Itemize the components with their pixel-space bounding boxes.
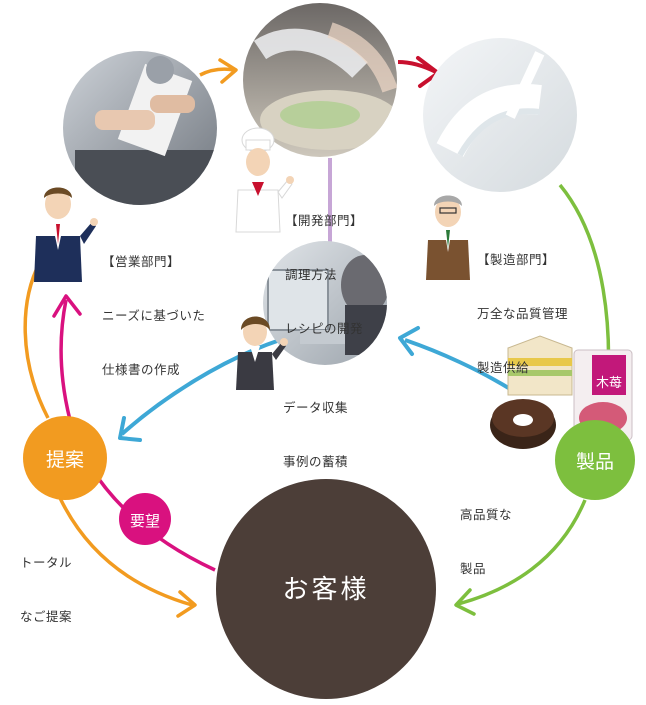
proposal-label: 提案	[46, 449, 84, 471]
sales-dept-label: 【営業部門】 ニーズに基づいた 仕様書の作成	[102, 217, 205, 397]
blue-arrowhead-left	[118, 416, 142, 442]
orange-arc-bottom	[58, 497, 193, 607]
products-illustration: 木苺	[490, 335, 633, 449]
quality-note-line2: 製品	[460, 561, 487, 576]
manufacturing-man-illustration	[426, 195, 470, 280]
manufacturing-photo	[423, 38, 577, 192]
blue-arrowhead-right	[398, 326, 420, 356]
customer-node	[216, 479, 436, 699]
orange-arc-top	[199, 67, 235, 77]
total-note-line1: トータル	[20, 555, 73, 570]
products-label: 製品	[576, 451, 614, 473]
orange-arrowhead-top	[218, 58, 238, 84]
pink-arrowhead	[52, 294, 82, 318]
development-dept-line1: 調理方法	[285, 267, 338, 282]
customer-label: お客様	[282, 575, 369, 605]
development-dept-line2: レシピの開発	[285, 321, 364, 336]
chef-illustration	[235, 127, 294, 233]
request-node	[119, 493, 171, 545]
quality-products-note: 高品質な 製品	[460, 470, 512, 596]
request-label: 要望	[130, 512, 160, 530]
data-line2: 事例の蓄積	[283, 454, 349, 469]
total-proposal-note: トータル なご提案	[20, 518, 72, 644]
green-arrowhead	[454, 588, 476, 616]
quality-note-line1: 高品質な	[460, 507, 513, 522]
data-line1: データ収集	[283, 400, 349, 415]
manufacturing-dept-label: 【製造部門】 万全な品質管理 製造供給	[477, 215, 568, 395]
development-dept-label: 【開発部門】 調理方法 レシピの開発	[285, 176, 363, 356]
blue-arc-right	[404, 338, 517, 394]
green-arc-bottom	[457, 499, 587, 606]
data-photo	[263, 241, 387, 365]
data-woman-illustration	[236, 316, 288, 390]
product-label: 木苺	[596, 376, 622, 391]
manufacturing-dept-line1: 万全な品質管理	[477, 306, 569, 321]
sales-dept-line2: 仕様書の作成	[102, 362, 181, 377]
salesman-illustration	[34, 187, 98, 282]
manufacturing-dept-title: 【製造部門】	[477, 252, 556, 267]
sales-photo	[63, 51, 217, 205]
proposal-node	[23, 416, 107, 500]
sales-dept-line1: ニーズに基づいた	[102, 308, 206, 323]
sales-dept-title: 【営業部門】	[102, 254, 181, 269]
orange-arrowhead-bottom	[176, 590, 197, 618]
total-note-line2: なご提案	[20, 609, 73, 624]
data-label: データ収集 事例の蓄積	[283, 363, 348, 489]
orange-arc-left	[23, 261, 50, 419]
development-photo	[243, 3, 397, 157]
products-node	[555, 420, 635, 500]
development-dept-title: 【開発部門】	[285, 213, 364, 228]
manufacturing-dept-line2: 製造供給	[477, 360, 530, 375]
